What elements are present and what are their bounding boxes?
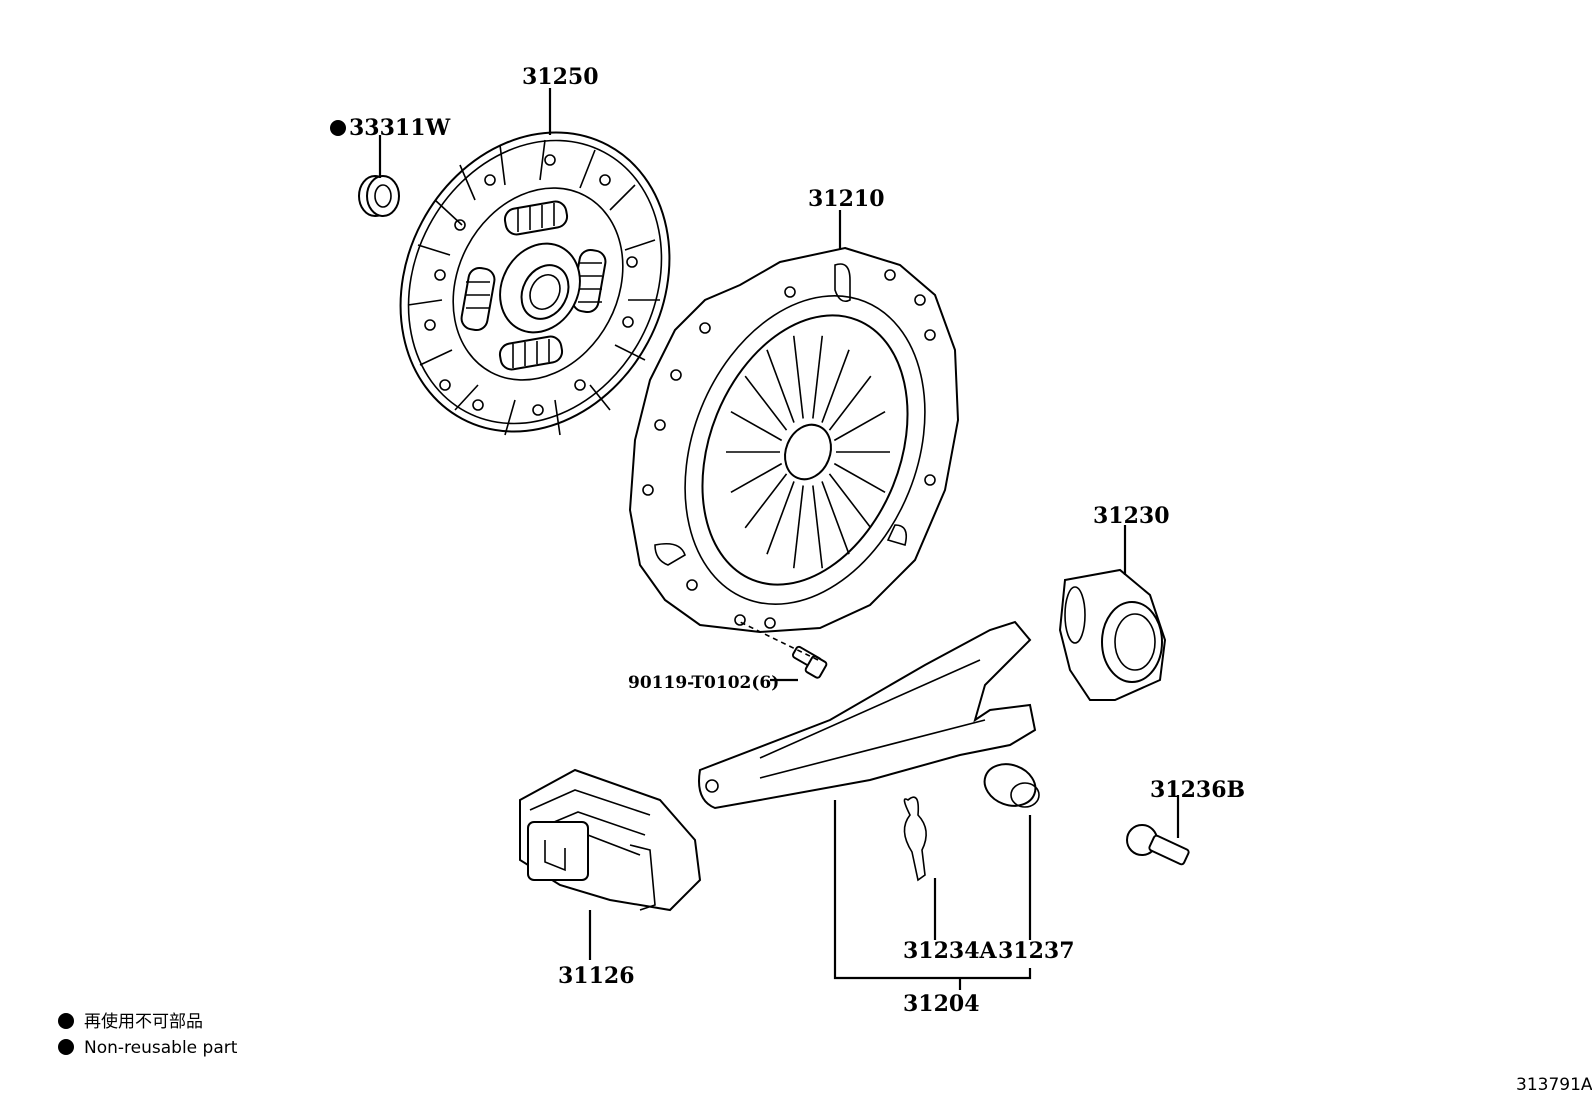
legend-bullet-jp xyxy=(58,1013,74,1029)
non-reusable-marker xyxy=(330,120,346,136)
callout-31236b: 31236B xyxy=(1150,777,1245,803)
callout-90119-t0102: 90119-T0102(6) xyxy=(628,673,779,693)
callout-33311w: 33311W xyxy=(349,115,451,141)
callout-31250: 31250 xyxy=(522,64,599,90)
callout-31210: 31210 xyxy=(808,186,885,212)
diaphragm-finger xyxy=(828,375,872,431)
boot-31126[interactable] xyxy=(519,768,702,912)
diaphragm-finger xyxy=(828,473,872,529)
bolt-leader-dashed xyxy=(739,621,819,661)
diaphragm-finger xyxy=(744,473,788,529)
diaphragm-finger xyxy=(792,485,804,569)
legend: 再使用不可部品 Non-reusable part xyxy=(58,1011,238,1058)
boot-31237[interactable] xyxy=(979,757,1042,812)
diaphragm-finger xyxy=(821,481,850,555)
diaphragm-finger xyxy=(833,410,886,442)
diagram-id: 313791A xyxy=(1516,1075,1592,1095)
bolt-90119-t0102[interactable] xyxy=(791,645,828,679)
diaphragm-finger xyxy=(766,481,795,555)
ball-stud-31236b[interactable] xyxy=(1126,824,1190,866)
clutch-cover-31210[interactable] xyxy=(628,246,969,640)
callout-31237: 31237 xyxy=(998,938,1075,964)
callout-31204: 31204 xyxy=(903,991,980,1017)
diaphragm-finger xyxy=(792,335,804,419)
diaphragm-finger xyxy=(812,485,824,569)
legend-bullet-en xyxy=(58,1039,74,1055)
callout-31126: 31126 xyxy=(558,963,635,989)
diaphragm-finger xyxy=(730,462,783,494)
legend-text-jp: 再使用不可部品 xyxy=(84,1011,203,1032)
diaphragm-finger xyxy=(766,349,795,423)
diaphragm-finger xyxy=(744,375,788,431)
leader-lines xyxy=(378,88,1180,990)
diaphragm-finger xyxy=(730,410,783,442)
diaphragm-finger xyxy=(812,335,824,419)
pilot-bearing-33311w[interactable] xyxy=(358,175,400,217)
release-bearing-31230[interactable] xyxy=(1058,568,1167,701)
clutch-disc-31250[interactable] xyxy=(349,85,721,479)
callout-31234a: 31234A xyxy=(903,938,998,964)
callout-31230: 31230 xyxy=(1093,503,1170,529)
diaphragm-finger xyxy=(833,462,886,494)
spring-clip-31234a[interactable] xyxy=(903,796,927,882)
diaphragm-finger xyxy=(821,349,850,423)
legend-text-en: Non-reusable part xyxy=(84,1038,238,1058)
release-fork-31204[interactable] xyxy=(698,620,1037,810)
